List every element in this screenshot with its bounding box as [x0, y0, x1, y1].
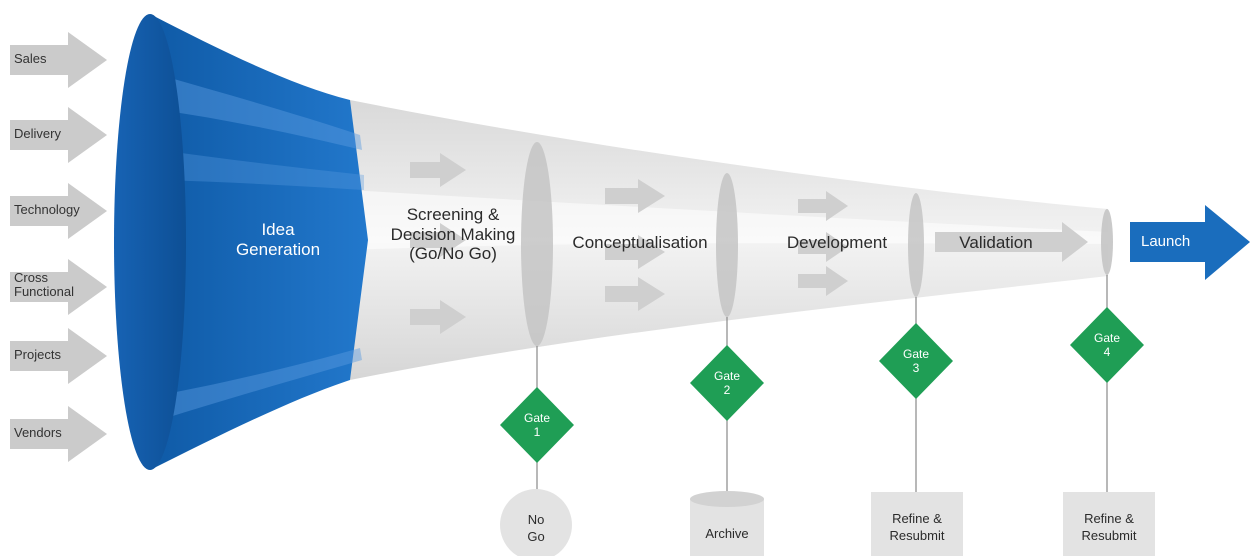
gate-label-3: Gate 3 [902, 347, 929, 375]
input-label-cross-functional: Cross Functional [14, 270, 74, 299]
refine-box-3 [871, 492, 963, 556]
input-arrow-delivery [10, 107, 107, 163]
blue-streak-top [160, 75, 362, 150]
gate-label-2: Gate 2 [713, 369, 740, 397]
blue-streak-bottom [160, 348, 362, 420]
gate-ring-1 [521, 142, 553, 346]
stage-arrows-group-3 [798, 191, 848, 296]
input-label-projects: Projects [14, 347, 61, 362]
gate-diamond-1 [500, 387, 574, 463]
stage-label-validation: Validation [959, 233, 1033, 252]
outcome-label-refine-4: Refine & Resubmit [1081, 511, 1137, 543]
gate-ring-2 [716, 173, 738, 317]
stage-label-screening: Screening & Decision Making (Go/No Go) [390, 205, 516, 264]
gate-diamond-2 [690, 345, 764, 421]
stage-arrow [410, 223, 466, 257]
stage-arrow [605, 235, 665, 269]
input-label-sales: Sales [14, 51, 47, 66]
input-label-technology: Technology [14, 202, 80, 217]
input-arrow-sales [10, 32, 107, 88]
gate-ring-3 [908, 193, 924, 297]
stage-arrows-group-2 [605, 179, 665, 311]
archive-cylinder [690, 491, 764, 556]
gate-diamonds [500, 307, 1144, 463]
refine-box-4 [1063, 492, 1155, 556]
input-arrow-vendors [10, 406, 107, 462]
stage-arrow [798, 191, 848, 221]
launch-arrow [1130, 205, 1250, 280]
stage-arrow [605, 277, 665, 311]
blue-streak-mid [160, 150, 364, 190]
stage-arrow [410, 153, 466, 187]
stage-label-conceptualisation: Conceptualisation [572, 233, 708, 252]
input-arrow-cross-functional [10, 259, 107, 315]
stage-arrows-group-1 [410, 153, 466, 334]
gate-diamond-4 [1070, 307, 1144, 383]
gate-label-4: Gate 4 [1093, 331, 1120, 359]
input-arrows [10, 32, 107, 462]
gate-label-1: Gate 1 [523, 411, 550, 439]
stage-arrow [798, 266, 848, 296]
stage-arrow [410, 300, 466, 334]
input-label-delivery: Delivery [14, 126, 61, 141]
validation-arrow [935, 222, 1088, 262]
idea-generation-label: Idea Generation [235, 220, 321, 259]
input-arrow-projects [10, 328, 107, 384]
input-label-vendors: Vendors [14, 425, 62, 440]
stage-arrow [605, 179, 665, 213]
stage-arrow [798, 232, 848, 262]
launch-label: Launch [1141, 233, 1191, 250]
outcome-label-refine-3: Refine & Resubmit [889, 511, 945, 543]
gate-diamond-3 [879, 323, 953, 399]
outcome-label-no-go: No Go [527, 512, 545, 544]
stage-label-development: Development [786, 233, 888, 252]
funnel-mouth [114, 14, 186, 470]
funnel-blue-section [150, 14, 368, 470]
gate-ring-4 [1101, 209, 1113, 275]
outcome-label-archive: Archive [705, 526, 749, 541]
no-go-circle [500, 489, 572, 556]
input-arrow-technology [10, 183, 107, 239]
